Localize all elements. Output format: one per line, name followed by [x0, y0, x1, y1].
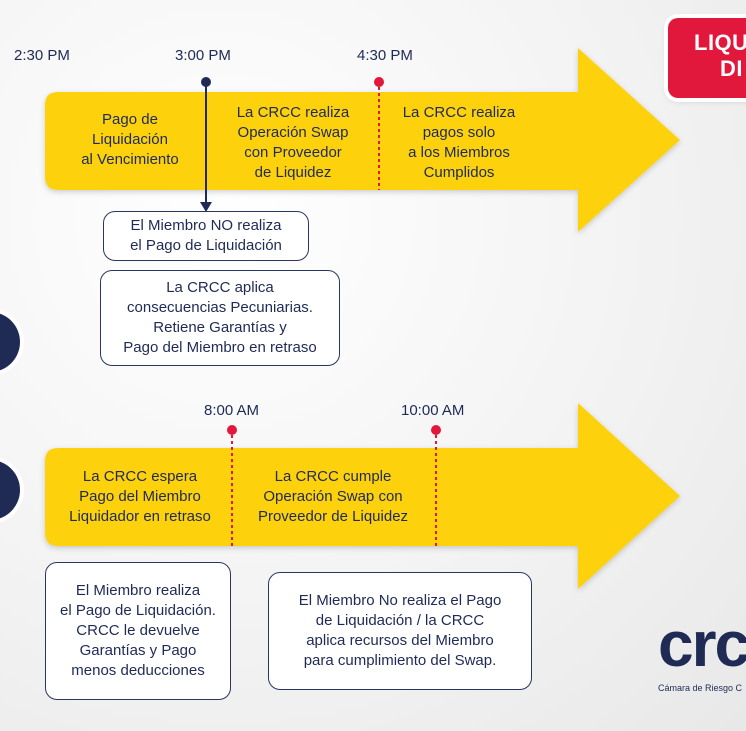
timeline-arrow-2 — [45, 403, 680, 589]
segment-operacion-swap: La CRCC realiza Operación Swap con Prove… — [236, 104, 350, 181]
box-miembro-no-paga: El Miembro NO realiza el Pago de Liquida… — [103, 211, 309, 261]
time-label: 2:30 PM — [14, 47, 70, 64]
side-circle-top — [0, 312, 20, 372]
segment-pago-vencimiento: Pago de Liquidación al Vencimiento — [81, 111, 179, 168]
time-label: 10:00 AM — [401, 402, 465, 419]
timeline-arrow-1 — [45, 48, 680, 232]
marker-3pm — [200, 77, 212, 212]
time-label: 4:30 PM — [357, 47, 413, 64]
marker-10am — [431, 425, 441, 546]
segment-cumple-swap: La CRCC cumple Operación Swap con Provee… — [257, 468, 409, 525]
box-miembro-paga: El Miembro realiza el Pago de Liquidació… — [45, 562, 231, 700]
side-circle-bottom — [0, 460, 20, 520]
marker-430pm — [374, 77, 384, 190]
marker-8am — [227, 425, 237, 546]
crcc-logo: crc — [658, 608, 746, 680]
title-badge: LIQUI DI — [668, 18, 746, 98]
segment-espera-pago: La CRCC espera Pago del Miembro Liquidad… — [69, 468, 211, 525]
segment-pagos-cumplidos: La CRCC realiza pagos solo a los Miembro… — [402, 104, 516, 181]
time-label: 8:00 AM — [204, 402, 260, 419]
logo-subtitle: Cámara de Riesgo C — [658, 683, 743, 693]
time-label: 3:00 PM — [175, 47, 231, 64]
box-consecuencias: La CRCC aplica consecuencias Pecuniarias… — [100, 270, 340, 366]
box-recursos-miembro: El Miembro No realiza el Pago de Liquida… — [268, 572, 532, 690]
